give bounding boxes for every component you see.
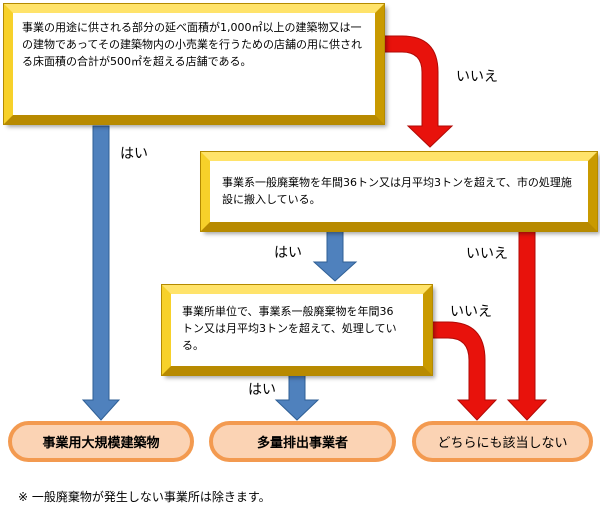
outcome-large-discharger: 多量排出事業者 [209, 421, 396, 462]
question-box-2 [201, 152, 597, 231]
no-arrow-3 [431, 321, 498, 421]
outcome-not-applicable: どちらにも該当しない [412, 421, 593, 462]
yes-arrow-2 [312, 228, 358, 282]
yes-label-1: はい [120, 146, 148, 162]
question-box-3 [162, 285, 432, 375]
no-arrow-1 [383, 35, 454, 148]
yes-label-3: はい [248, 382, 276, 398]
question-2-text: 事業系一般廃棄物を年間36トン又は月平均3トンを超えて、市の処理施設に搬入してい… [222, 176, 572, 206]
yes-arrow-1 [81, 125, 121, 421]
question-1-text: 事業の用途に供される部分の延べ面積が1,000㎡以上の建築物又は一の建物であって… [22, 21, 363, 68]
question-3-text: 事業所単位で、事業系一般廃棄物を年間36トン又は月平均3トンを超えて、処理してい… [182, 305, 397, 352]
no-arrow-2 [506, 228, 548, 421]
outcome-large-building: 事業用大規模建築物 [8, 421, 194, 462]
question-box-1 [4, 4, 384, 124]
no-label-3: いいえ [450, 304, 492, 320]
footnote: ※ 一般廃棄物が発生しない事業所は除きます。 [18, 490, 271, 504]
yes-arrow-3 [274, 372, 320, 421]
no-label-1: いいえ [456, 69, 498, 85]
yes-label-2: はい [274, 245, 302, 261]
no-label-2: いいえ [466, 246, 508, 262]
